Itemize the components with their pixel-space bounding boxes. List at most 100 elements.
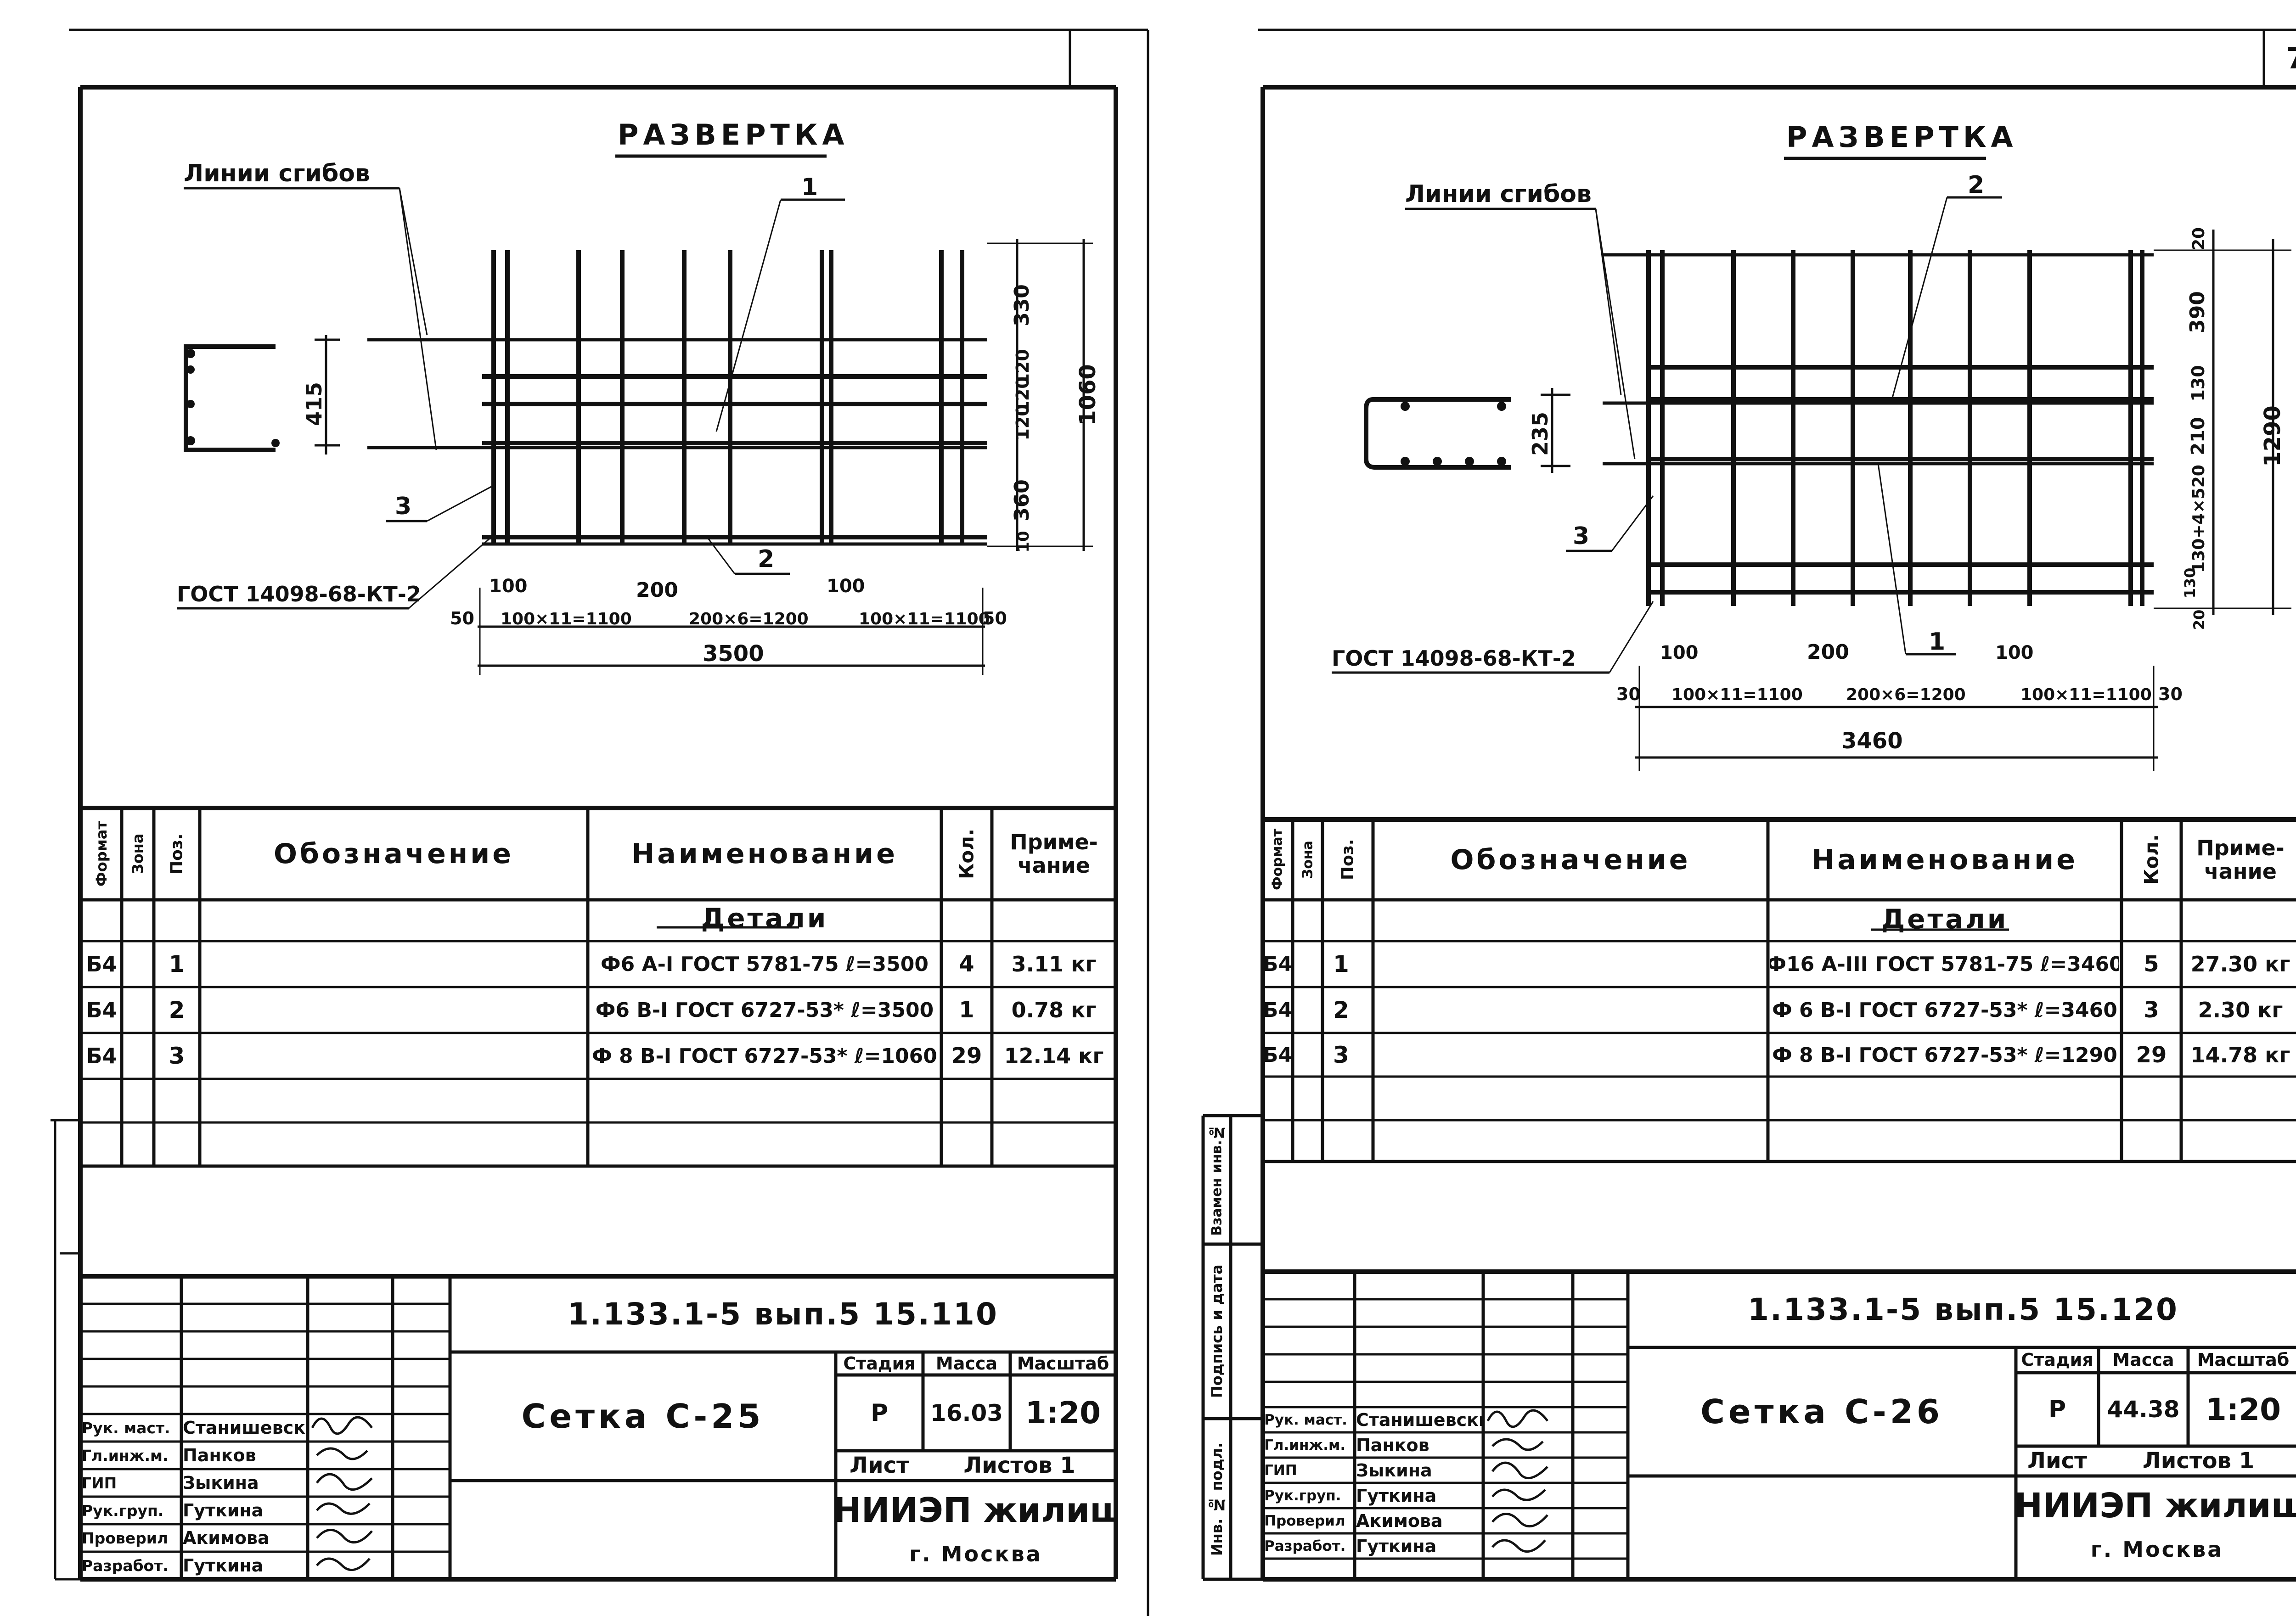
spec-row-1-format-r: Б4 [1264, 952, 1291, 976]
spec-header-note: Приме-чание [1010, 830, 1098, 878]
gost-weld-label: ГОСТ 14098-68-КТ-2 [177, 582, 421, 606]
side-stamp-inv-orig: Инв. № подл. [1208, 1442, 1226, 1556]
stage-header: Стадия [843, 1353, 916, 1374]
side-stamp-signature-date: Подпись и дата [1208, 1264, 1226, 1398]
signer-role-4-r: Рук.груп. [1264, 1487, 1341, 1504]
dim-right-0-r: 20 [2189, 227, 2208, 250]
dim-top-1-r: 200 [1807, 640, 1849, 664]
dim-right-4: 360 [1010, 479, 1034, 522]
spec-row-1-format: Б4 [86, 952, 117, 976]
spec-header-zone-r: Зона [1300, 841, 1316, 879]
dim-bottom-1: 100×11=1100 [501, 610, 632, 628]
spec-header-pos-r: Поз. [1338, 839, 1357, 881]
spec-row-1-note-r: 27.30 кг [2190, 952, 2290, 976]
dim-top-2-r: 100 [1995, 642, 2034, 663]
section-dim-right: 235 [1528, 412, 1553, 456]
signer-role-6-r: Разработ. [1264, 1538, 1346, 1554]
dim-top-0-r: 100 [1660, 642, 1699, 663]
dim-total-height: 1060 [1075, 364, 1101, 426]
signer-role-2-r: Гл.инж.м. [1264, 1437, 1346, 1453]
dim-bottom-2: 200×6=1200 [689, 610, 809, 628]
doc-code: 1.133.1-5 вып.5 15.110 [568, 1296, 998, 1332]
pos-label-1-right: 1 [1929, 628, 1945, 656]
bend-lines-label-right: Линии сгибов [1405, 180, 1592, 208]
bend-lines-label: Линии сгибов [184, 160, 370, 187]
sheets-label: Листов 1 [963, 1453, 1075, 1478]
spec-row-1-pos-r: 1 [1333, 951, 1349, 977]
dim-total-length: 3500 [703, 641, 764, 667]
stage-value-r: Р [2048, 1396, 2066, 1423]
organization-r: ЦНИИЭП жилища [2017, 1486, 2296, 1526]
dim-right-3-r: 210 [2188, 417, 2209, 455]
signer-role-3: ГИП [82, 1474, 117, 1492]
sheet-label: Лист [850, 1453, 909, 1478]
dim-bottom-2-r: 200×6=1200 [1846, 685, 1966, 704]
signer-name-1: Станишевский [183, 1418, 307, 1438]
signer-name-3-r: Зыкина [1356, 1460, 1432, 1481]
spec-row-2-note-r: 2.30 кг [2198, 998, 2283, 1022]
scale-header-r: Масштаб [2197, 1350, 2290, 1370]
spec-header-qty-r: Кол. [2140, 834, 2163, 885]
dim-bottom-4: 50 [983, 608, 1007, 628]
dim-top-2: 100 [827, 576, 865, 597]
spec-row-3-format-r: Б4 [1264, 1043, 1291, 1067]
spec-row-3-qty-r: 29 [2136, 1042, 2167, 1068]
dim-bottom-0: 50 [450, 608, 474, 628]
spec-section-label: Детали [701, 903, 828, 934]
dim-top-1: 200 [636, 578, 678, 602]
spec-row-1-qty: 4 [959, 951, 974, 977]
spec-row-2-qty: 1 [959, 997, 974, 1023]
scale-header: Масштаб [1017, 1353, 1109, 1374]
spec-row-3-name-r: Ф 8 В-I ГОСТ 6727-53* ℓ=1290 [1772, 1043, 2117, 1067]
doc-code-r: 1.133.1-5 вып.5 15.120 [1748, 1292, 2178, 1327]
spec-header-designation: Обозначение [273, 838, 514, 870]
side-stamp-replaced: Взамен инв.№ [1209, 1124, 1225, 1236]
signer-name-3: Зыкина [183, 1473, 259, 1493]
city-r: г. Москва [2090, 1537, 2224, 1562]
dim-right-3: 120 [1013, 404, 1033, 440]
item-title-r: Сетка С-26 [1700, 1392, 1943, 1431]
gost-weld-label-right: ГОСТ 14098-68-КТ-2 [1332, 646, 1576, 671]
scale-value: 1:20 [1025, 1395, 1101, 1431]
spec-row-1-qty-r: 5 [2144, 951, 2159, 977]
dim-right-1: 120 [1013, 349, 1033, 385]
signer-name-1-r: Станишевский [1356, 1410, 1482, 1430]
stage-value: Р [870, 1399, 889, 1427]
dim-right-4-r: 130+4×520 [2189, 465, 2208, 573]
spec-row-2-format: Б4 [86, 998, 117, 1022]
spec-row-2-qty-r: 3 [2144, 997, 2159, 1023]
spec-row-2-name: Ф6 В-I ГОСТ 6727-53* ℓ=3500 [595, 998, 934, 1022]
spec-row-2-pos: 2 [169, 997, 185, 1023]
signer-name-6-r: Гуткина [1356, 1536, 1437, 1556]
item-title: Сетка С-25 [521, 1397, 765, 1436]
scale-value-r: 1:20 [2205, 1392, 2281, 1427]
sheets-label-r: Листов 1 [2142, 1448, 2255, 1474]
dim-top-0: 100 [489, 576, 528, 597]
view-title-right: РАЗВЕРТКА [1786, 120, 2017, 154]
dim-bottom-1-r: 100×11=1100 [1671, 685, 1803, 704]
signer-role-2: Гл.инж.м. [82, 1446, 169, 1464]
pos-label-2-right: 2 [1968, 171, 1984, 199]
signer-name-6: Гуткина [183, 1555, 264, 1576]
sheet-label-r: Лист [2027, 1448, 2087, 1474]
dim-right-1-r: 390 [2186, 291, 2209, 333]
pos-label-1: 1 [801, 174, 818, 201]
organization: ЦНИИЭП жилища [837, 1491, 1115, 1530]
spec-row-2-pos-r: 2 [1333, 997, 1349, 1023]
dim-right-5: 10 [1014, 531, 1033, 552]
mass-header: Масса [935, 1353, 998, 1374]
signer-role-1: Рук. маст. [82, 1419, 170, 1437]
spec-row-3-pos: 3 [169, 1043, 185, 1069]
spec-row-1-name: Ф6 А-I ГОСТ 5781-75 ℓ=3500 [601, 952, 929, 976]
section-dim: 415 [302, 382, 326, 426]
dim-total-height-r: 1290 [2260, 405, 2285, 467]
signer-name-4-r: Гуткина [1356, 1486, 1437, 1506]
pos-label-2: 2 [758, 545, 774, 573]
spec-row-3-name: Ф 8 В-I ГОСТ 6727-53* ℓ=1060 [592, 1044, 937, 1068]
mass-value: 16.03 [930, 1399, 1003, 1426]
dim-bottom-3: 100×11=1100 [859, 610, 990, 628]
signer-role-4: Рук.груп. [82, 1501, 164, 1520]
pos-label-3-right: 3 [1573, 522, 1589, 550]
net-c26-drawing: РАЗВЕРТКА Линии сгибов 235 [1332, 120, 2291, 771]
